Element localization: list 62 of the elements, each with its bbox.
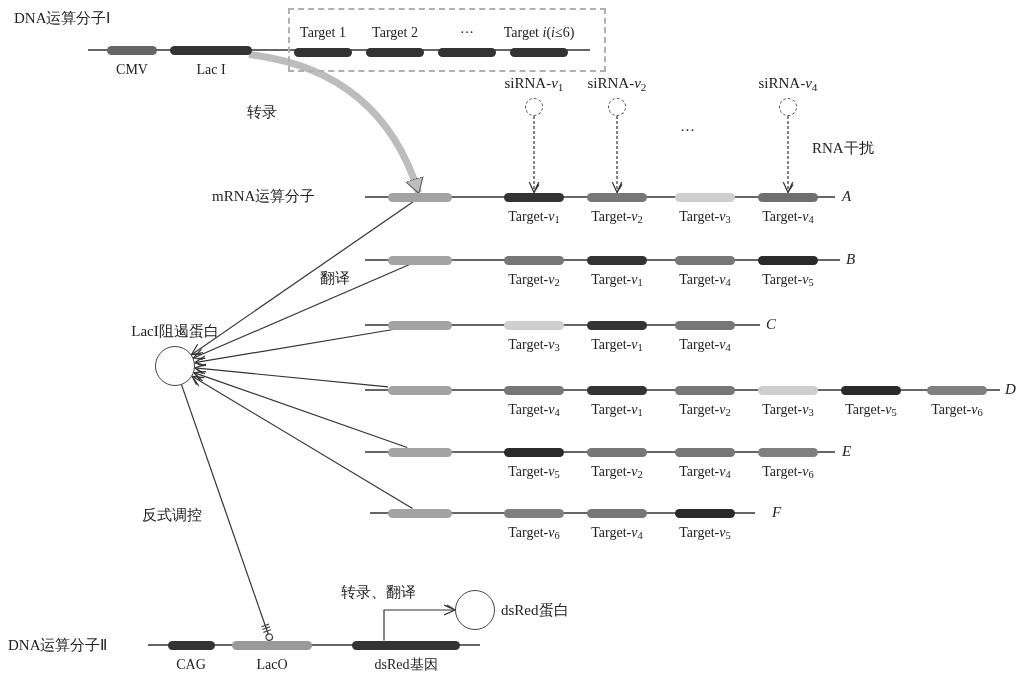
row-letter: B — [846, 250, 856, 269]
row-letter: E — [842, 442, 852, 461]
segment-label: Target-v$_{4}$ — [762, 207, 814, 226]
edge-label: 翻译 — [318, 269, 352, 287]
edge-label: 转录、翻译 — [338, 583, 418, 601]
row-letter: A — [842, 187, 852, 206]
segment-label: Target-v$_{5}$ — [845, 400, 897, 419]
row-letter: F — [772, 503, 782, 522]
segment-label: Lac I — [196, 60, 226, 79]
process-label: RNA干扰 — [812, 139, 874, 158]
sirna-label: siRNA-v$_{4}$ — [758, 74, 818, 92]
molecule-label: mRNA运算分子 — [212, 187, 316, 206]
segment-label: Target-v$_{1}$ — [591, 400, 643, 419]
ellipsis: ··· — [680, 121, 695, 140]
gene-segment — [388, 508, 452, 518]
segment-label: Target-v$_{2}$ — [679, 400, 731, 419]
segment-label: LacO — [256, 655, 288, 674]
segment-label: Target-v$_{3}$ — [679, 207, 731, 226]
row-letter: D — [1005, 380, 1016, 399]
segment-label: Target-v$_{4}$ — [679, 270, 731, 289]
segment-label: Target-v$_{3}$ — [762, 400, 814, 419]
segment-label: ··· — [460, 23, 474, 42]
protein-label: dsRed蛋白 — [501, 601, 569, 619]
molecule-label: DNA运算分子Ⅰ — [14, 9, 111, 28]
segment-label: Target-v$_{1}$ — [508, 207, 560, 226]
sirna-label: siRNA-v$_{2}$ — [587, 74, 647, 92]
segment-label: Target 2 — [372, 23, 418, 42]
inhibition-line — [180, 384, 274, 642]
segment-label: Target-v$_{6}$ — [508, 523, 560, 542]
segment-label: Target-v$_{4}$ — [591, 523, 643, 542]
segment-label: Target-v$_{1}$ — [591, 270, 643, 289]
edge-label: 反式调控 — [140, 506, 204, 524]
segment-label: Target-v$_{4}$ — [679, 462, 731, 481]
gene-segment — [388, 447, 452, 457]
dashed-group-box — [288, 8, 606, 72]
segment-label: Target-v$_{5}$ — [679, 523, 731, 542]
molecule-label: DNA运算分子Ⅱ — [8, 636, 108, 655]
segment-label: Target-v$_{6}$ — [762, 462, 814, 481]
gene-segment — [388, 385, 452, 395]
row-letter: C — [766, 315, 776, 334]
edge-label: 转录 — [245, 103, 279, 121]
protein-label: LacI阻遏蛋白 — [131, 322, 219, 340]
segment-label: Target-v$_{4}$ — [679, 335, 731, 354]
segment-label: dsRed基因 — [374, 655, 438, 674]
segment-label: Target i(i≤6) — [503, 23, 575, 42]
segment-label: Target 1 — [300, 23, 346, 42]
gene-segment — [388, 192, 452, 202]
segment-label: Target-v$_{3}$ — [508, 335, 560, 354]
segment-label: Target-v$_{4}$ — [508, 400, 560, 419]
segment-label: CAG — [176, 655, 206, 674]
sirna-label: siRNA-v$_{1}$ — [504, 74, 564, 92]
segment-label: Target-v$_{5}$ — [508, 462, 560, 481]
block-arrow — [248, 51, 423, 194]
gene-segment — [388, 255, 452, 265]
segment-label: Target-v$_{2}$ — [508, 270, 560, 289]
segment-label: Target-v$_{5}$ — [762, 270, 814, 289]
gene-segment — [388, 320, 452, 330]
segment-label: Target-v$_{1}$ — [591, 335, 643, 354]
segment-label: Target-v$_{6}$ — [931, 400, 983, 419]
segment-label: CMV — [116, 60, 148, 79]
segment-label: Target-v$_{2}$ — [591, 207, 643, 226]
segment-label: Target-v$_{2}$ — [591, 462, 643, 481]
